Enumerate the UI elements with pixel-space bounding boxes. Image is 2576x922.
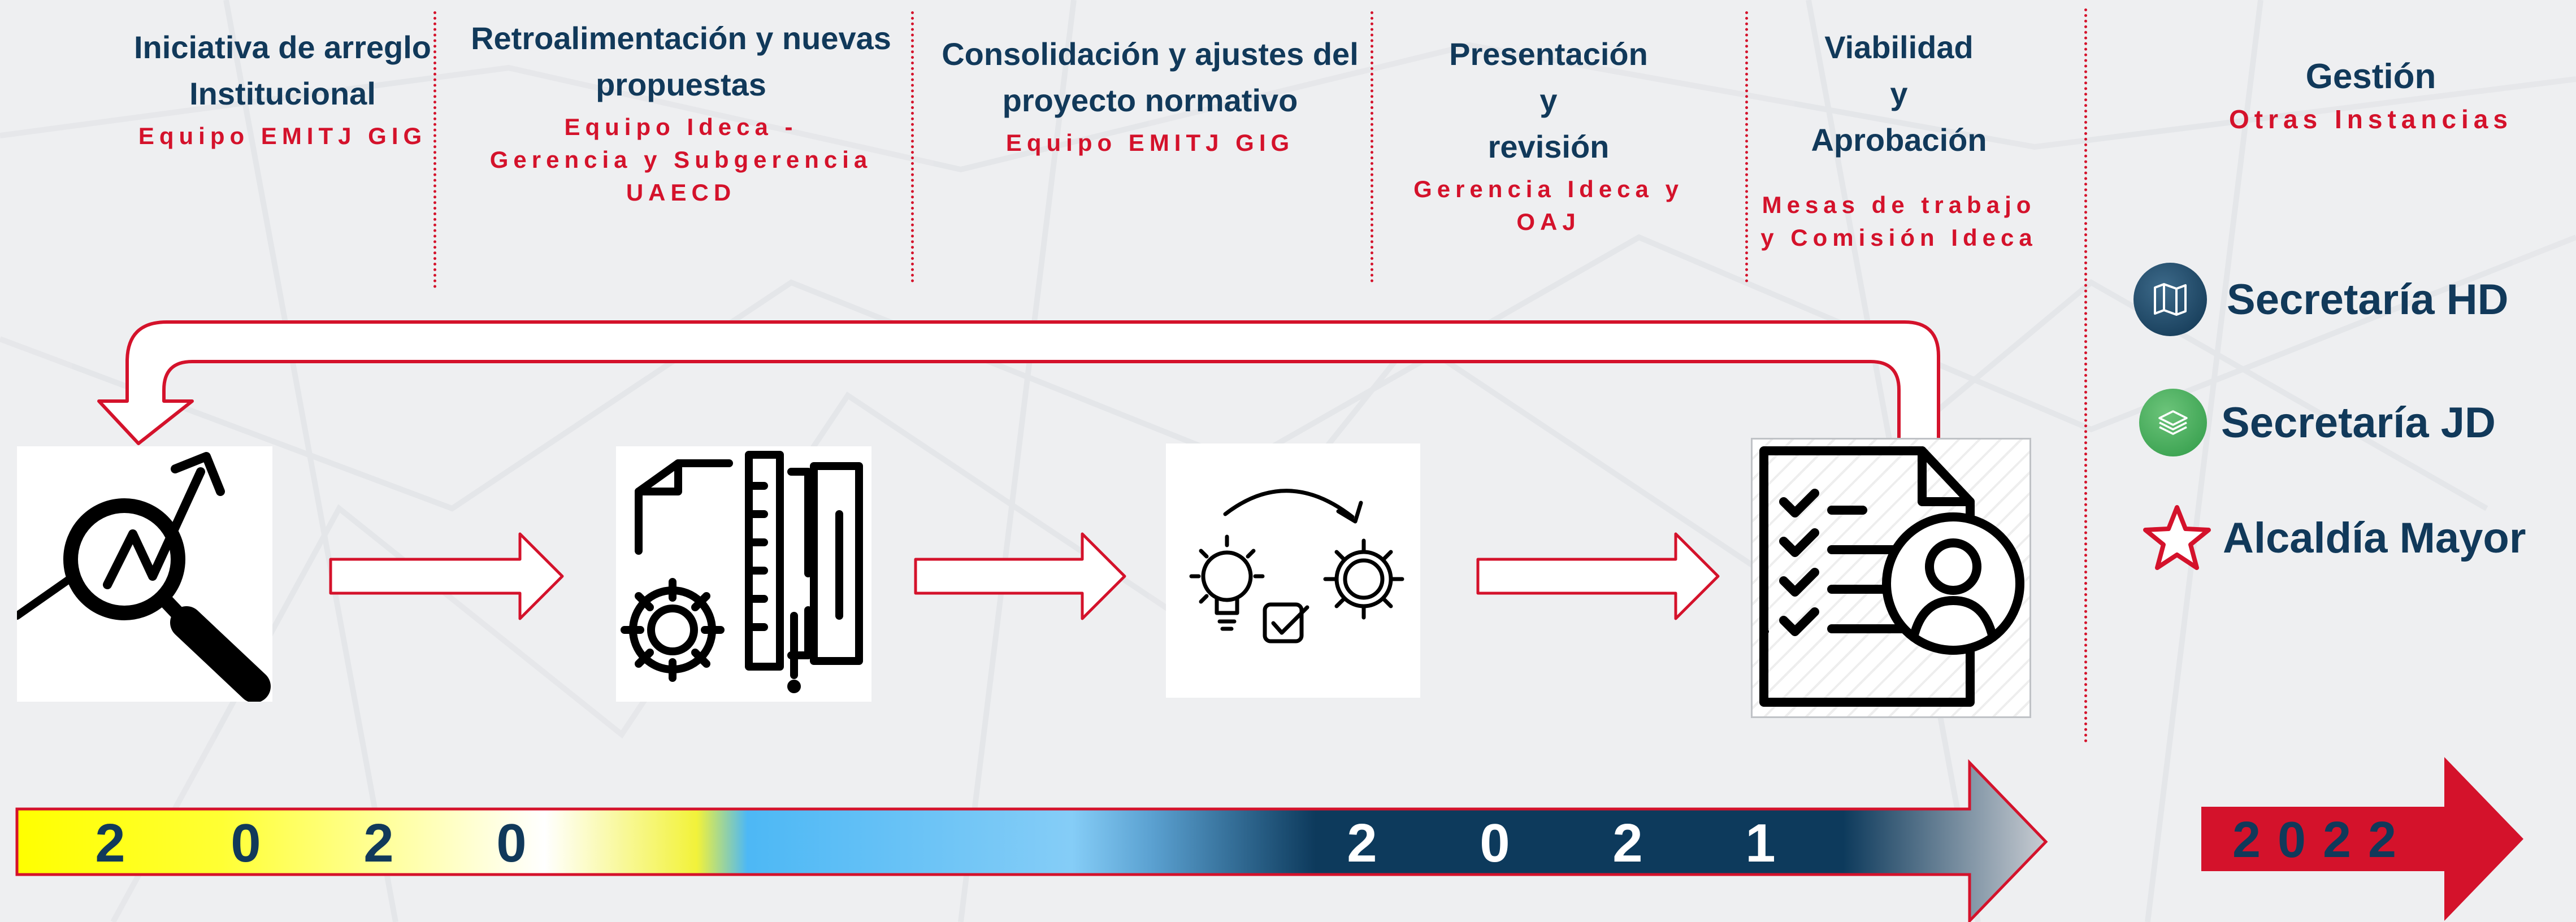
- management-subtitle: Otras Instancias: [2229, 105, 2513, 134]
- entity-secretaria-jd: Secretaría JD: [2139, 389, 2496, 456]
- stage-divider-2: [911, 11, 914, 282]
- year-2020-digit-3: 2: [363, 813, 394, 873]
- map-icon: [2133, 263, 2207, 336]
- stage-4-title-line-2: y: [1539, 82, 1558, 118]
- year-2021-digit-2: 0: [1480, 813, 1510, 873]
- stage-5: Viabilidad y Aprobación Mesas de trabajo…: [1749, 21, 2049, 254]
- management-divider: [2084, 8, 2087, 743]
- stage-4-title-line-3: revisión: [1488, 129, 1610, 164]
- checklist-person-icon: [1759, 446, 2024, 707]
- flow-arrow-1: [329, 532, 564, 620]
- stage-4-team: Gerencia Ideca y OAJ: [1413, 176, 1684, 235]
- stage-divider-4: [1745, 11, 1748, 282]
- stage-5-title-line-3: Aprobación: [1811, 122, 1987, 158]
- step-2-box: [616, 446, 871, 702]
- year-2022-digit-1: 2: [2232, 812, 2261, 868]
- year-2020-digit-1: 2: [95, 813, 125, 873]
- stage-2-title-line-1: Retroalimentación y nuevas: [471, 20, 891, 56]
- stage-5-title-line-1: Viabilidad: [1824, 29, 1974, 65]
- management-title: Gestión: [2305, 57, 2436, 96]
- stage-1: Iniciativa de arreglo Institucional Equi…: [127, 21, 438, 153]
- return-arrow: [97, 320, 1940, 445]
- entity-secretaria-hd: Secretaría HD: [2133, 263, 2509, 336]
- stage-1-title-line-2: Institucional: [189, 76, 376, 111]
- flow-arrow-2: [914, 532, 1126, 620]
- flow-arrow-3: [1476, 532, 1720, 620]
- year-2022-digit-3: 2: [2322, 812, 2352, 868]
- entity-label-hd: Secretaría HD: [2227, 275, 2509, 324]
- idea-to-gear-icon: [1189, 489, 1404, 643]
- stage-4: Presentación y revisión Gerencia Ideca y…: [1379, 28, 1718, 238]
- layers-icon: [2139, 389, 2207, 456]
- entity-alcaldia-mayor: Alcaldía Mayor: [2142, 503, 2526, 573]
- step-1-box: [17, 446, 272, 702]
- stage-5-title-line-2: y: [1890, 76, 1908, 111]
- stage-2-team-line-2: Gerencia y Subgerencia: [489, 146, 873, 173]
- magnifier-trend-icon: [17, 452, 271, 702]
- timeline-2022-arrow: [2201, 757, 2523, 921]
- entity-label-jd: Secretaría JD: [2221, 398, 2496, 447]
- stage-2-team-line-1: Equipo Ideca -: [564, 114, 798, 140]
- stage-4-title-line-1: Presentación: [1449, 36, 1648, 72]
- stage-1-team: Equipo EMITJ GIG: [138, 123, 427, 149]
- entity-label-alcaldia: Alcaldía Mayor: [2223, 514, 2526, 562]
- stage-3: Consolidación y ajustes del proyecto nor…: [933, 28, 1368, 159]
- stage-2-title-line-2: propuestas: [596, 67, 766, 102]
- step-3-box: [1166, 443, 1420, 698]
- stage-2: Retroalimentación y nuevas propuestas Eq…: [461, 12, 901, 209]
- stage-1-title-line-1: Iniciativa de arreglo: [134, 29, 431, 65]
- management-header: Gestión Otras Instancias: [2159, 51, 2576, 136]
- step-4-box: [1751, 438, 2031, 718]
- stage-divider-1: [433, 11, 436, 288]
- stage-2-team-line-3: UAECD: [626, 179, 736, 206]
- year-2022-digit-2: 0: [2277, 812, 2306, 868]
- year-2021-digit-1: 2: [1347, 813, 1377, 873]
- year-2021-digit-4: 1: [1745, 813, 1776, 873]
- year-2020-digit-2: 0: [231, 813, 261, 873]
- stage-divider-3: [1371, 11, 1373, 282]
- stage-3-title-line-2: proyecto normativo: [1002, 82, 1298, 118]
- star-icon: [2142, 503, 2213, 573]
- year-2020-digit-4: 0: [496, 813, 527, 873]
- year-2021-digit-3: 2: [1612, 813, 1643, 873]
- stage-5-team-line-2: y Comisión Ideca: [1760, 224, 2037, 251]
- stage-3-title-line-1: Consolidación y ajustes del: [942, 36, 1359, 72]
- stage-3-team: Equipo EMITJ GIG: [1005, 129, 1295, 156]
- document-gear-ruler-icon: [621, 451, 863, 693]
- year-2022-digit-4: 2: [2367, 812, 2397, 868]
- stage-5-team-line-1: Mesas de trabajo: [1762, 192, 2036, 218]
- timeline-arrow: [15, 759, 2048, 922]
